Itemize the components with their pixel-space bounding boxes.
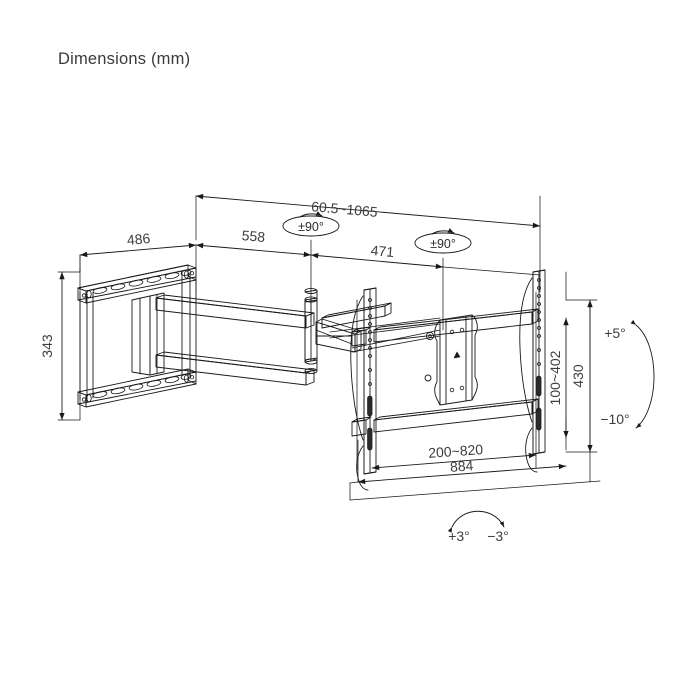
tv-rail-right	[519, 269, 546, 473]
arm-segment-1-upper	[155, 294, 315, 329]
tv-crossbar-upper	[373, 308, 539, 343]
swivel-label-2: ±90°	[430, 237, 456, 251]
dim-label-wall-plate-width: 486	[126, 230, 151, 248]
dimension-bracket-height	[565, 299, 598, 453]
dim-label-arm-segment-1: 558	[241, 227, 266, 245]
dim-label-arm-segment-2: 471	[370, 242, 395, 260]
dimension-wall-plate-width	[79, 242, 197, 273]
tilt-angle-arc	[630, 319, 655, 429]
level-right-label: −3°	[487, 528, 509, 544]
dim-label-vesa-horizontal-range: 200~820	[428, 441, 484, 461]
level-left-label: +3°	[448, 528, 470, 544]
arm-inner-joint-block	[131, 292, 165, 376]
tv-crossbar-lower	[373, 398, 539, 433]
swivel-indicator-2	[414, 228, 472, 254]
dim-label-extension-range: 60.5~1065	[311, 198, 379, 220]
dim-label-bracket-width: 884	[449, 457, 474, 475]
swivel-indicator-1	[282, 211, 340, 237]
arm-upper-brace	[321, 302, 392, 329]
arm-segment-2-link	[315, 318, 362, 353]
swivel-label-1: ±90°	[298, 220, 324, 234]
dim-label-wall-plate-height: 343	[39, 334, 55, 358]
dim-label-vesa-vertical-range: 100~402	[547, 350, 563, 405]
wall-plate-posts	[79, 269, 197, 403]
tv-crossbar-stubs	[351, 326, 372, 437]
dimension-bracket-width	[357, 463, 567, 485]
arm-segment-1-lower	[155, 351, 315, 386]
wall-plate-upper-rail	[77, 264, 197, 304]
tv-rail-left	[350, 287, 377, 491]
page-title: Dimensions (mm)	[58, 50, 191, 68]
tilt-up-label: +5°	[604, 325, 626, 341]
dim-label-bracket-height: 430	[570, 364, 586, 388]
dimension-arm-segment-1	[195, 242, 312, 258]
tilt-down-label: −10°	[600, 411, 629, 427]
wall-plate-lower-rail	[77, 368, 197, 408]
arm-diagonal-struts	[329, 317, 441, 353]
dimension-extension-range	[195, 193, 541, 229]
vesa-adapter-plate	[424, 314, 478, 406]
dimension-arm-segment-2	[310, 252, 444, 270]
level-angle-arc	[447, 510, 505, 533]
arm-elbow-joint	[304, 287, 318, 375]
